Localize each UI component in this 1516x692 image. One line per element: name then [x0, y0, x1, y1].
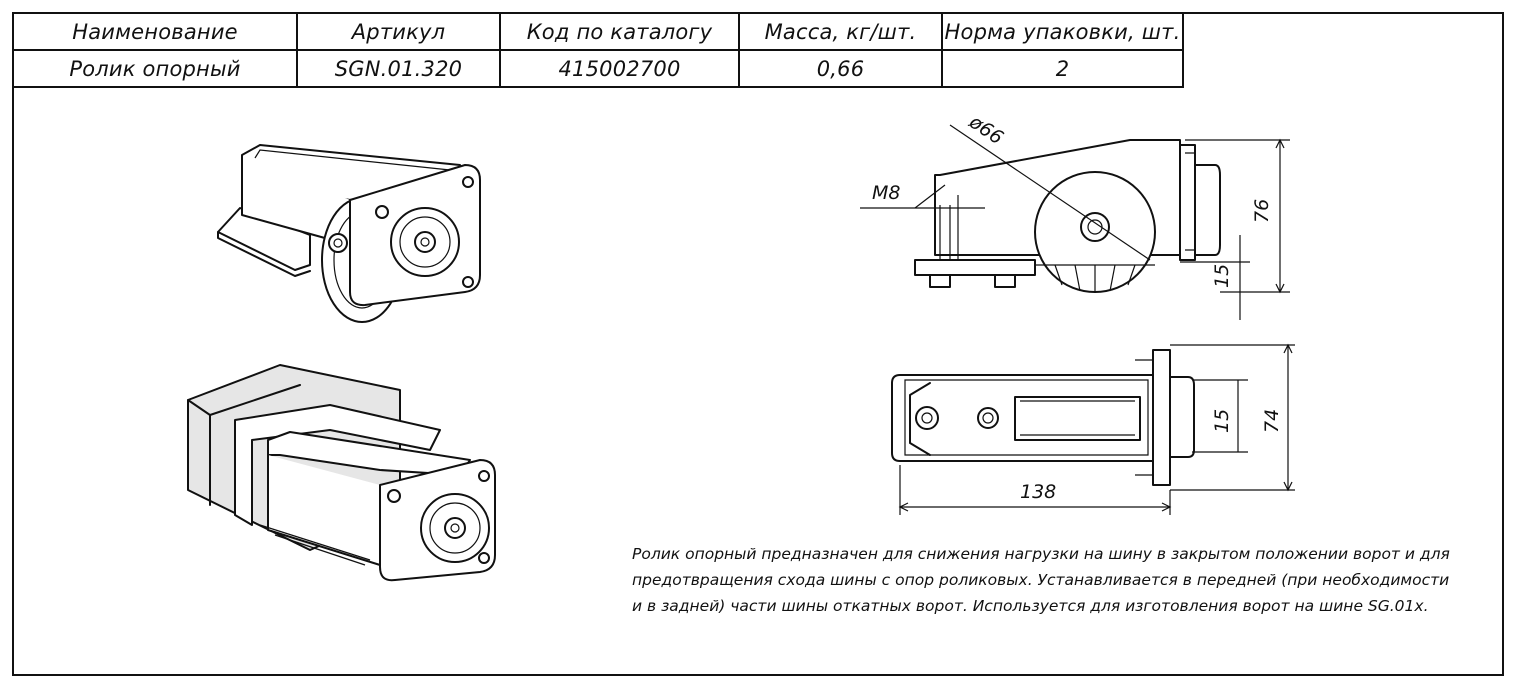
dim-thread: M8: [872, 182, 900, 204]
table-row: Ролик опорный SGN.01.320 415002700 0,66 …: [12, 49, 1184, 88]
spec-table: Наименование Артикул Код по каталогу Мас…: [12, 12, 1184, 88]
top-view: 138 15 74: [891, 343, 1295, 515]
header-cell: Код по каталогу: [499, 12, 740, 51]
table-header-row: Наименование Артикул Код по каталогу Мас…: [12, 12, 1184, 51]
dim-offset-side: 15: [1211, 264, 1233, 288]
table-cell: Ролик опорный: [12, 49, 298, 88]
product-description: Ролик опорный предназначен для снижения …: [632, 541, 1500, 619]
dim-length: 138: [1020, 481, 1056, 503]
header-cell: Масса, кг/шт.: [738, 12, 943, 51]
description-line: и в задней) части шины откатных ворот. И…: [632, 597, 1429, 615]
isometric-view-top: [217, 144, 481, 323]
description-line: предотвращения схода шины с опор роликов…: [632, 571, 1450, 589]
dim-diameter: ø66: [964, 110, 1007, 149]
dim-offset-top: 15: [1211, 409, 1233, 433]
table-cell: SGN.01.320: [296, 49, 501, 88]
header-cell: Норма упаковки, шт.: [941, 12, 1184, 51]
dim-height: 76: [1251, 199, 1273, 223]
table-cell: 415002700: [499, 49, 740, 88]
side-view: ø66 M8 76 15: [860, 110, 1290, 320]
table-cell: 2: [941, 49, 1184, 88]
dim-width: 74: [1261, 409, 1283, 433]
header-cell: Наименование: [12, 12, 298, 51]
table-cell: 0,66: [738, 49, 943, 88]
header-cell: Артикул: [296, 12, 501, 51]
isometric-view-bottom: [187, 364, 496, 582]
description-line: Ролик опорный предназначен для снижения …: [632, 545, 1450, 563]
